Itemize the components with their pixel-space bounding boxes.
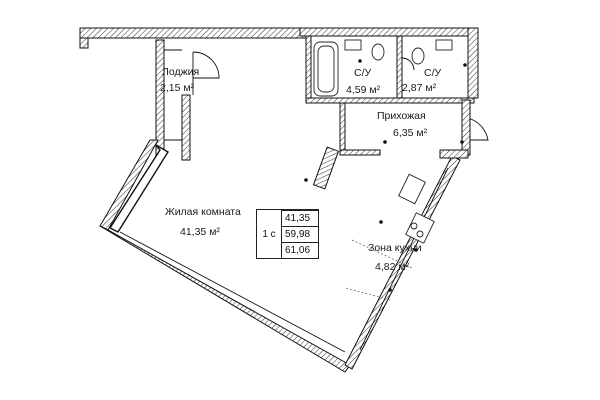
living-area-value: 41,35 xyxy=(281,210,318,226)
total-area-with-loggia-value: 61,06 xyxy=(281,242,318,258)
kitchen-name: Зона кухни xyxy=(368,242,422,254)
bathroom-walls xyxy=(305,35,475,104)
hallway-walls xyxy=(312,99,489,190)
living-name: Жилая комната xyxy=(165,206,241,218)
living-area: 41,35 м² xyxy=(180,226,220,238)
kitchen-sink-icon xyxy=(398,173,426,205)
bathroom1-name: С/У xyxy=(354,67,372,79)
bathroom1-area: 4,59 м² xyxy=(346,84,381,96)
toilet-icon-2 xyxy=(411,47,425,65)
bathroom2-area: 2,87 м² xyxy=(402,82,437,94)
kitchen-area: 4,82 м² xyxy=(375,261,410,273)
hallway-name: Прихожая xyxy=(377,110,426,122)
hallway-area: 6,35 м² xyxy=(393,127,428,139)
sink-icon-2 xyxy=(435,39,453,51)
toilet-icon xyxy=(371,43,385,61)
loggia-name: Лоджия xyxy=(162,66,199,78)
bathtub-inner xyxy=(317,45,335,93)
loggia-walls xyxy=(155,39,220,161)
apartment-type: 1 с xyxy=(262,228,276,240)
apartment-summary-table: 1 с 41,35 59,98 61,06 xyxy=(256,209,319,259)
top-wall xyxy=(79,27,479,99)
sink-icon xyxy=(344,39,362,51)
kitchen-fixtures xyxy=(304,59,467,301)
stove-icon xyxy=(405,212,435,244)
exterior-walls xyxy=(99,139,469,373)
bathroom2-name: С/У xyxy=(424,67,442,79)
loggia-area: 2,15 м² xyxy=(160,82,195,94)
total-area-value: 59,98 xyxy=(281,226,318,242)
